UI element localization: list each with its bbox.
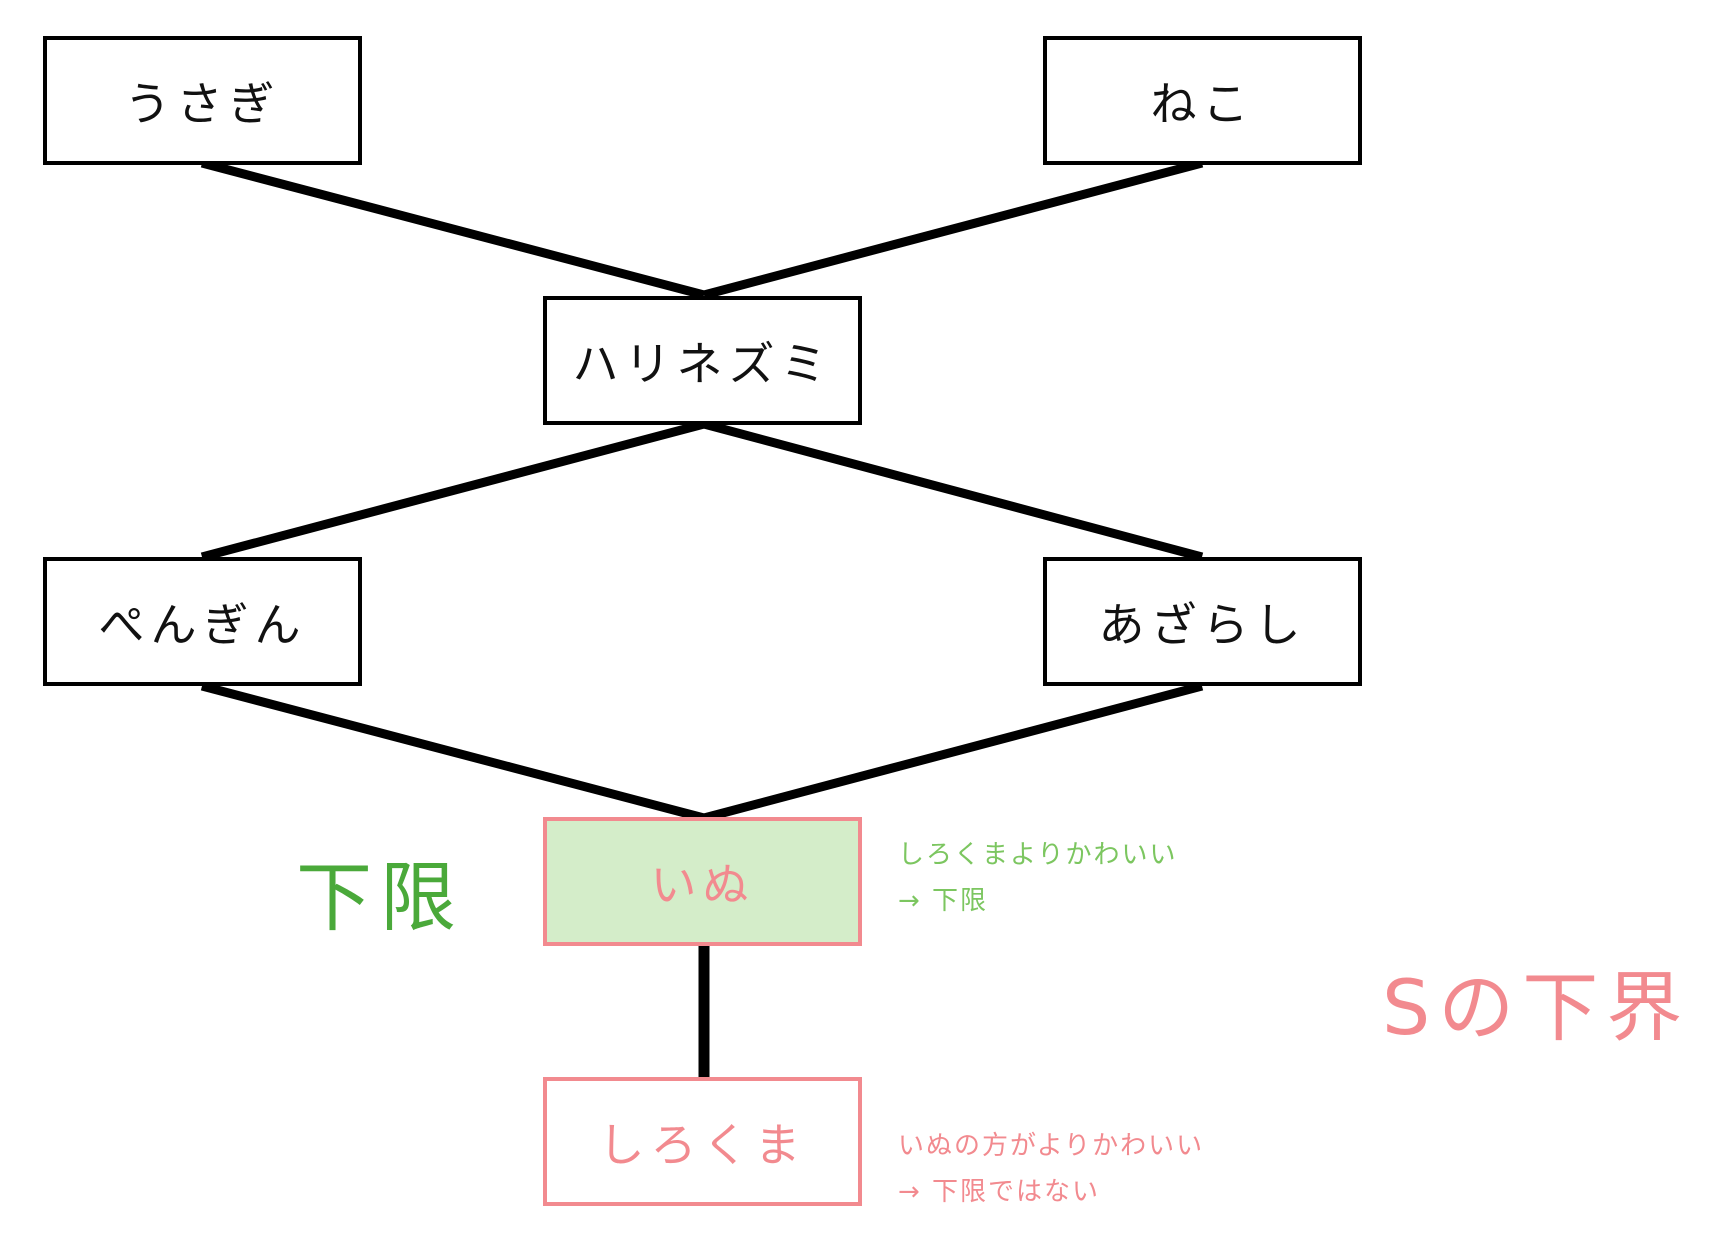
shirokuma-note: いぬの方がよりかわいい → 下限ではない bbox=[898, 1123, 1204, 1215]
edge-pengin-inu bbox=[200, 681, 706, 823]
edge-usagi-harinezumi bbox=[200, 158, 706, 300]
inu-note: しろくまよりかわいい → 下限 bbox=[898, 832, 1177, 924]
node-harinezumi: ハリネズミ bbox=[543, 296, 862, 425]
node-label: ハリネズミ bbox=[572, 336, 833, 391]
node-label: ぺんぎん bbox=[98, 597, 307, 652]
inu-note-line1: しろくまよりかわいい bbox=[898, 840, 1178, 870]
edge-harinezumi-pengin bbox=[200, 419, 706, 562]
node-inu: いぬ bbox=[543, 817, 862, 946]
node-label: あざらし bbox=[1098, 597, 1307, 652]
edge-azarashi-inu bbox=[702, 681, 1204, 823]
shirokuma-note-line2: → 下限ではない bbox=[898, 1177, 1101, 1207]
node-shirokuma: しろくま bbox=[543, 1077, 862, 1206]
node-label: しろくま bbox=[598, 1117, 807, 1172]
node-label: いぬ bbox=[650, 857, 755, 912]
lower-bounds-label: Sの下界 bbox=[1382, 963, 1691, 1052]
edge-neko-harinezumi bbox=[702, 158, 1204, 300]
node-label: ねこ bbox=[1150, 76, 1255, 131]
node-usagi: うさぎ bbox=[43, 36, 362, 165]
shirokuma-note-line1: いぬの方がよりかわいい bbox=[898, 1131, 1205, 1161]
node-neko: ねこ bbox=[1043, 36, 1362, 165]
inu-note-line2: → 下限 bbox=[898, 886, 989, 916]
node-pengin: ぺんぎん bbox=[43, 557, 362, 686]
infimum-label: 下限 bbox=[296, 853, 464, 942]
node-label: うさぎ bbox=[124, 76, 281, 131]
node-azarashi: あざらし bbox=[1043, 557, 1362, 686]
edge-harinezumi-azarashi bbox=[702, 419, 1204, 562]
